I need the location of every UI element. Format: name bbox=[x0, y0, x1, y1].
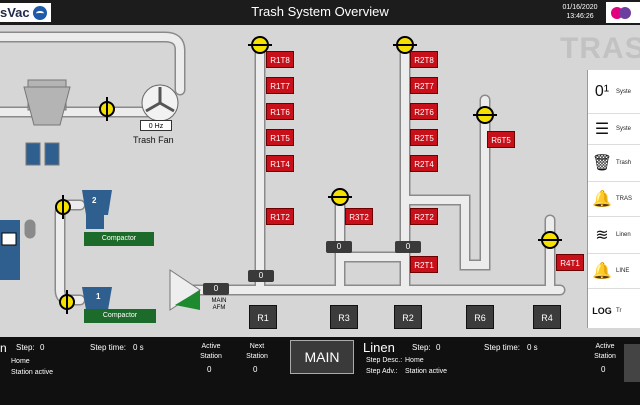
station-r4[interactable]: R4 bbox=[533, 305, 561, 329]
trash-next-station-label: Next Station bbox=[246, 343, 268, 360]
room-r3t2[interactable]: R3T2 bbox=[345, 208, 373, 225]
station-r1[interactable]: R1 bbox=[249, 305, 277, 329]
room-r1t8[interactable]: R1T8 bbox=[266, 51, 294, 68]
compactor-1[interactable]: Compactor bbox=[84, 309, 156, 323]
room-r2t5[interactable]: R2T5 bbox=[410, 129, 438, 146]
room-r6t5[interactable]: R6T5 bbox=[487, 131, 515, 148]
station-r6[interactable]: R6 bbox=[466, 305, 494, 329]
linen-active-station-value: 0 bbox=[601, 365, 606, 374]
trash-step-time-label: Step time: bbox=[90, 343, 127, 352]
side-item-linen[interactable]: ≋Linen bbox=[588, 217, 640, 254]
trash-step-value: 0 bbox=[40, 343, 45, 352]
fan-speed-display: 0 Hz bbox=[140, 120, 172, 131]
trash-system-name: n bbox=[0, 341, 7, 355]
compactor-unit bbox=[82, 190, 112, 229]
room-r1t5[interactable]: R1T5 bbox=[266, 129, 294, 146]
room-r2t7[interactable]: R2T7 bbox=[410, 77, 438, 94]
bell-icon: 🔔 bbox=[592, 191, 612, 208]
linen-step-desc-value: Home bbox=[405, 357, 424, 364]
side-item-trash[interactable]: 🗑Trash bbox=[588, 145, 640, 182]
bell-icon: 🔔 bbox=[592, 263, 612, 280]
trash-icon: 🗑 bbox=[591, 155, 613, 172]
menu-icon: ☰ bbox=[594, 121, 610, 138]
cyclone-separator bbox=[23, 79, 71, 166]
main-afm-indicator bbox=[175, 290, 200, 310]
side-item-linen-alarm[interactable]: 🔔LINE bbox=[588, 254, 640, 289]
fan-label: Trash Fan bbox=[133, 135, 174, 145]
counter-icon: 0¹ bbox=[594, 82, 610, 100]
linen-step-time-label: Step time: bbox=[484, 343, 521, 352]
room-r2t8[interactable]: R2T8 bbox=[410, 51, 438, 68]
linen-active-station-label: Active Station bbox=[594, 343, 616, 360]
main-afm-counter: 0 bbox=[203, 283, 229, 295]
trash-step-desc: Home bbox=[11, 358, 30, 365]
room-r2t6[interactable]: R2T6 bbox=[410, 103, 438, 120]
room-r2t2[interactable]: R2T2 bbox=[410, 208, 438, 225]
log-icon: LOG bbox=[592, 306, 612, 316]
linen-step-label: Step: bbox=[412, 343, 431, 352]
station-r2[interactable]: R2 bbox=[394, 305, 422, 329]
linen-icon: ≋ bbox=[595, 227, 609, 244]
valve-icon bbox=[55, 36, 562, 314]
company-logo: sVac bbox=[0, 3, 51, 22]
trash-step-adv: Station active bbox=[11, 369, 54, 376]
logo-icon bbox=[32, 5, 47, 20]
trash-step-time-value: 0 s bbox=[133, 343, 144, 352]
room-r1t2[interactable]: R1T2 bbox=[266, 208, 294, 225]
trash-step-label: Step: bbox=[16, 343, 35, 352]
compactor-2[interactable]: Compactor bbox=[84, 232, 154, 246]
door-icon bbox=[1, 232, 17, 246]
top-bar bbox=[0, 0, 640, 25]
side-item-system-menu[interactable]: ☰Syste bbox=[588, 114, 640, 145]
linen-indicator bbox=[624, 344, 640, 382]
main-button[interactable]: MAIN bbox=[290, 340, 354, 374]
linen-step-desc-label: Step Desc.: bbox=[366, 357, 403, 364]
trash-active-station-label: Active Station bbox=[200, 343, 222, 360]
page-title: Trash System Overview bbox=[251, 4, 389, 19]
compactor-1-number: 1 bbox=[96, 292, 101, 301]
trash-fan-icon bbox=[141, 84, 179, 122]
room-r1t4[interactable]: R1T4 bbox=[266, 155, 294, 172]
room-r2t1[interactable]: R2T1 bbox=[410, 256, 438, 273]
room-r1t6[interactable]: R1T6 bbox=[266, 103, 294, 120]
hopper bbox=[0, 220, 20, 280]
compactor-2-number: 2 bbox=[92, 196, 97, 205]
linen-step-adv-value: Station active bbox=[405, 368, 448, 375]
side-item-trash-alarm[interactable]: 🔔TRAS bbox=[588, 182, 640, 217]
trash-next-station-value: 0 bbox=[253, 365, 258, 374]
linen-system-name: Linen bbox=[363, 340, 395, 355]
station-r1-counter: 0 bbox=[248, 270, 274, 282]
station-r3-counter: 0 bbox=[326, 241, 352, 253]
station-r2-counter: 0 bbox=[395, 241, 421, 253]
linen-step-time-value: 0 s bbox=[527, 343, 538, 352]
room-r1t7[interactable]: R1T7 bbox=[266, 77, 294, 94]
watermark: TRAS bbox=[560, 32, 640, 65]
station-r3[interactable]: R3 bbox=[330, 305, 358, 329]
process-diagram bbox=[0, 31, 566, 320]
room-r2t4[interactable]: R2T4 bbox=[410, 155, 438, 172]
linen-step-adv-label: Step Adv.: bbox=[366, 368, 398, 375]
room-r4t1[interactable]: R4T1 bbox=[556, 254, 584, 271]
brand-logo-icon bbox=[606, 2, 640, 23]
trash-active-station-value: 0 bbox=[207, 365, 212, 374]
main-afm-label: MAIN AFM bbox=[211, 298, 227, 311]
linen-step-value: 0 bbox=[436, 343, 441, 352]
pipes bbox=[0, 31, 566, 306]
